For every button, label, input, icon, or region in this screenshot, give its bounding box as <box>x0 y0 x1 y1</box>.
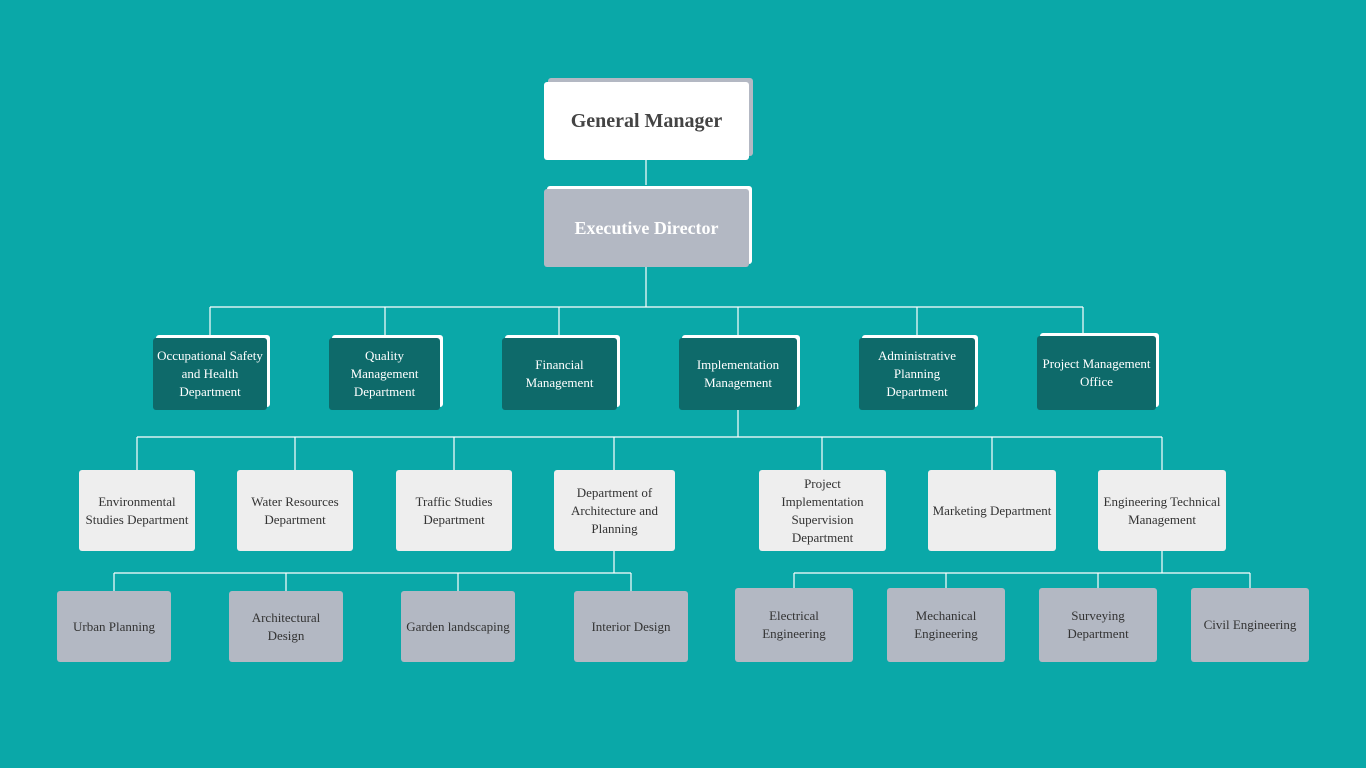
subunit-box-surveying-department: Surveying Department <box>1039 588 1157 662</box>
subunit-box-interior-design: Interior Design <box>574 591 688 662</box>
department-box-financial-management: Financial Management <box>502 338 617 410</box>
subunit-label: Civil Engineering <box>1203 617 1297 632</box>
department-label: Administrative Planning Department <box>878 348 956 399</box>
unit-label: Traffic Studies Department <box>415 493 493 527</box>
department-label: Financial Management <box>525 357 594 390</box>
subunit-label: Surveying Department <box>1067 608 1129 641</box>
subunit-label: Architectural Design <box>251 609 321 643</box>
subunit-label: Mechanical Engineering <box>914 608 978 641</box>
unit-box-water-resources: Water Resources Department <box>237 470 353 551</box>
department-box-administrative-planning: Administrative Planning Department <box>859 338 975 410</box>
unit-label: Environmental Studies Department <box>85 493 189 527</box>
department-label: Quality Management Department <box>350 348 419 399</box>
unit-box-marketing: Marketing Department <box>928 470 1056 551</box>
subunit-box-garden-landscaping: Garden landscaping <box>401 591 515 662</box>
department-box-occupational-safety: Occupational Safety and Health Departmen… <box>153 338 267 410</box>
subunit-label: Urban Planning <box>73 618 155 634</box>
subunit-box-electrical-engineering: Electrical Engineering <box>735 588 853 662</box>
subunit-label: Electrical Engineering <box>762 608 826 641</box>
department-box-implementation-management: Implementation Management <box>679 338 797 410</box>
unit-label: Project Implementation Supervision Depar… <box>781 475 864 545</box>
subunit-box-urban-planning: Urban Planning <box>57 591 171 662</box>
executive-director-box: Executive Director <box>544 189 749 267</box>
unit-box-architecture-planning: Department of Architecture and Planning <box>554 470 675 551</box>
unit-box-traffic-studies: Traffic Studies Department <box>396 470 512 551</box>
unit-label: Engineering Technical Management <box>1103 493 1221 527</box>
department-box-quality-management: Quality Management Department <box>329 338 440 410</box>
unit-box-project-implementation-supervision: Project Implementation Supervision Depar… <box>759 470 886 551</box>
unit-label: Department of Architecture and Planning <box>571 484 658 536</box>
subunit-box-mechanical-engineering: Mechanical Engineering <box>887 588 1005 662</box>
subunit-label: Garden landscaping <box>406 618 510 634</box>
unit-label: Water Resources Department <box>251 493 339 527</box>
subunit-box-architectural-design: Architectural Design <box>229 591 343 662</box>
department-label: Occupational Safety and Health Departmen… <box>157 348 263 399</box>
unit-box-engineering-technical-management: Engineering Technical Management <box>1098 470 1226 551</box>
department-box-project-management-office: Project Management Office <box>1037 336 1156 410</box>
unit-box-environmental-studies: Environmental Studies Department <box>79 470 195 551</box>
department-label: Project Management Office <box>1042 356 1151 389</box>
executive-director-label: Executive Director <box>574 218 719 238</box>
general-manager-label: General Manager <box>570 110 723 132</box>
subunit-box-civil-engineering: Civil Engineering <box>1191 588 1309 662</box>
general-manager-box: General Manager <box>544 82 749 160</box>
unit-label: Marketing Department <box>932 502 1052 518</box>
subunit-label: Interior Design <box>591 618 671 634</box>
department-label: Implementation Management <box>696 357 780 390</box>
